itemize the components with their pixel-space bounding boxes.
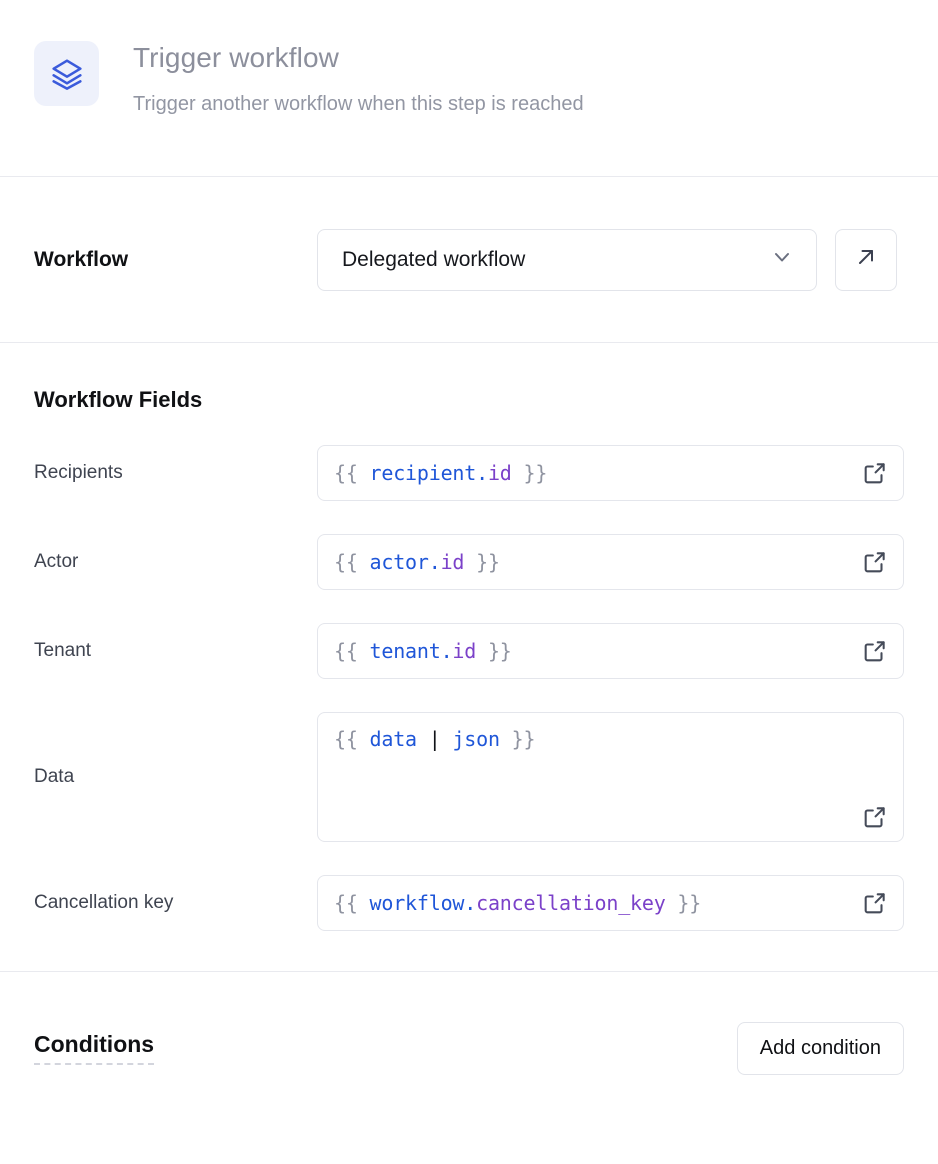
external-link-icon[interactable] <box>861 637 889 665</box>
conditions-heading[interactable]: Conditions <box>34 1031 154 1065</box>
workflow-fields-heading: Workflow Fields <box>34 387 904 413</box>
liquid-template-value: {{ tenant.id }} <box>334 639 512 663</box>
field-row: Data {{ data | json }} <box>34 712 904 842</box>
layers-icon <box>34 41 99 106</box>
field-label: Tenant <box>34 623 317 679</box>
field-label: Data <box>34 712 317 842</box>
liquid-template-value: {{ data | json }} <box>334 727 889 751</box>
workflow-select-value: Delegated workflow <box>342 248 525 272</box>
page-subtitle: Trigger another workflow when this step … <box>133 86 584 122</box>
conditions-section: Conditions Add condition <box>0 972 938 1124</box>
liquid-template-input[interactable]: {{ workflow.cancellation_key }} <box>317 875 904 931</box>
liquid-template-input[interactable]: {{ recipient.id }} <box>317 445 904 501</box>
add-condition-button[interactable]: Add condition <box>737 1022 904 1075</box>
external-link-icon[interactable] <box>861 803 889 831</box>
external-link-icon[interactable] <box>861 548 889 576</box>
external-link-icon[interactable] <box>861 889 889 917</box>
liquid-template-value: {{ recipient.id }} <box>334 461 547 485</box>
liquid-template-input[interactable]: {{ data | json }} <box>317 712 904 842</box>
field-label: Cancellation key <box>34 875 317 931</box>
field-label: Recipients <box>34 445 317 501</box>
header-text-group: Trigger workflow Trigger another workflo… <box>133 32 584 122</box>
open-workflow-button[interactable] <box>835 229 897 291</box>
field-row: Tenant {{ tenant.id }} <box>34 623 904 679</box>
liquid-template-input[interactable]: {{ actor.id }} <box>317 534 904 590</box>
field-row: Cancellation key {{ workflow.cancellation… <box>34 875 904 931</box>
workflow-select[interactable]: Delegated workflow <box>317 229 817 291</box>
liquid-template-value: {{ workflow.cancellation_key }} <box>334 891 701 915</box>
field-row: Actor {{ actor.id }} <box>34 534 904 590</box>
workflow-label: Workflow <box>34 248 317 272</box>
liquid-template-input[interactable]: {{ tenant.id }} <box>317 623 904 679</box>
field-label: Actor <box>34 534 317 590</box>
page-title: Trigger workflow <box>133 36 584 80</box>
field-row: Recipients {{ recipient.id }} <box>34 445 904 501</box>
arrow-up-right-icon <box>854 245 878 274</box>
workflow-fields-section: Workflow Fields Recipients {{ recipient.i… <box>0 343 938 972</box>
workflow-fields-list: Recipients {{ recipient.id }} Actor {{ acto… <box>34 445 904 931</box>
liquid-template-value: {{ actor.id }} <box>334 550 500 574</box>
chevron-down-icon <box>770 245 794 274</box>
workflow-select-section: Workflow Delegated workflow <box>0 177 938 343</box>
step-header: Trigger workflow Trigger another workflo… <box>0 0 938 177</box>
workflow-select-group: Delegated workflow <box>317 229 897 291</box>
external-link-icon[interactable] <box>861 459 889 487</box>
